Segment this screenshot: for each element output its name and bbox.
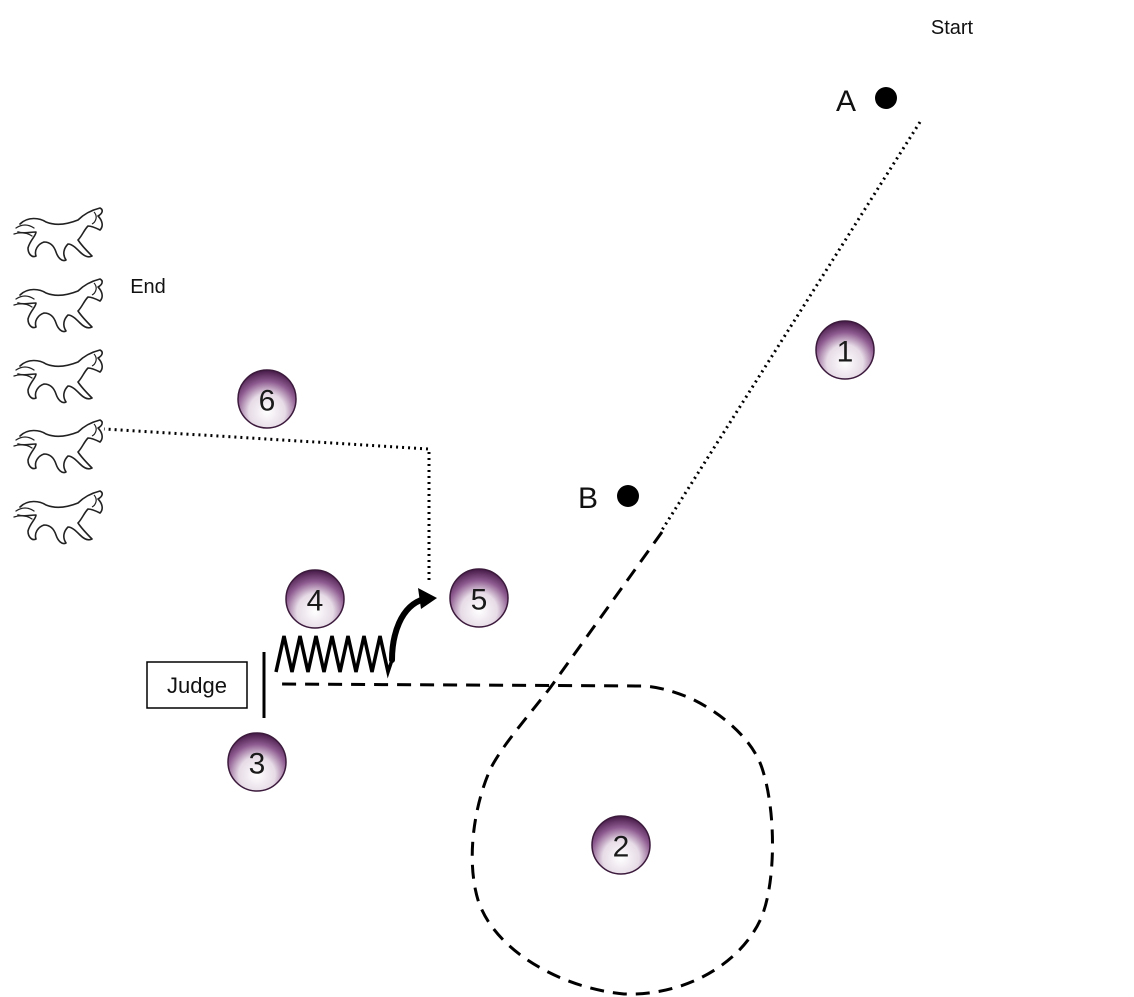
- step-number: 1: [837, 336, 854, 369]
- step-number: 3: [249, 748, 266, 781]
- path-segment-6-dotted: [103, 427, 431, 580]
- point-a-label: A: [836, 85, 856, 118]
- horses-lineup: [13, 207, 103, 545]
- horse-icon: [13, 349, 103, 404]
- start-label: Start: [931, 17, 974, 39]
- point-b-marker: [617, 485, 639, 507]
- horse-icon: [13, 207, 103, 262]
- step-badge-3: 3: [227, 732, 287, 792]
- point-a-marker: [875, 87, 897, 109]
- path-segment-1-dotted: [660, 121, 922, 531]
- point-b-label: B: [578, 482, 598, 515]
- step-badge-6: 6: [237, 369, 297, 429]
- judge-box: [146, 661, 248, 709]
- curved-arrow-icon: [389, 596, 427, 663]
- step-badge-2: 2: [591, 815, 651, 875]
- horse-icon: [13, 490, 103, 545]
- step-number: 4: [307, 585, 324, 618]
- step-number: 2: [613, 831, 630, 864]
- path-segment-2-dashed-circle: [275, 531, 774, 996]
- judge-label: Judge: [167, 673, 227, 698]
- horse-icon: [13, 278, 103, 333]
- step-number: 5: [471, 584, 488, 617]
- end-label: End: [130, 276, 166, 298]
- step-badge-1: 1: [815, 320, 875, 380]
- step-badge-5: 5: [449, 568, 509, 628]
- step-badge-4: 4: [285, 569, 345, 629]
- zigzag-gait-marker: [274, 635, 394, 679]
- horse-icon: [13, 419, 103, 474]
- arrow-head: [418, 588, 437, 609]
- step-number: 6: [259, 385, 276, 418]
